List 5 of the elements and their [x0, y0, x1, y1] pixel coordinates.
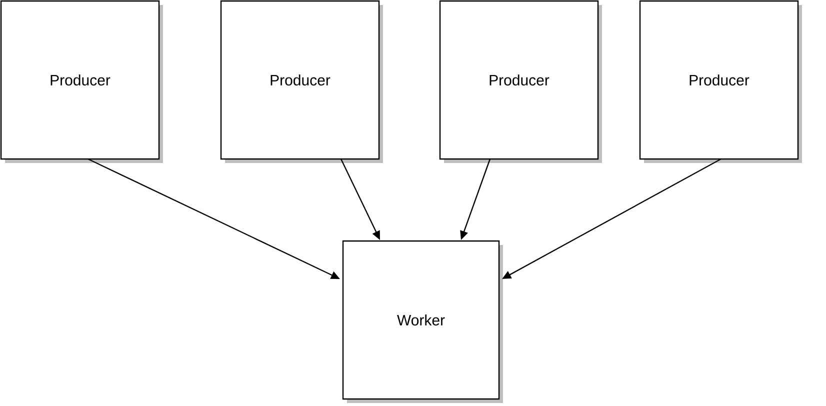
process-box: Producer	[639, 0, 799, 160]
process-box: Producer	[439, 0, 599, 160]
process-box: Worker	[342, 240, 500, 400]
process-box: Producer	[0, 0, 160, 160]
process-box: Producer	[220, 0, 380, 160]
